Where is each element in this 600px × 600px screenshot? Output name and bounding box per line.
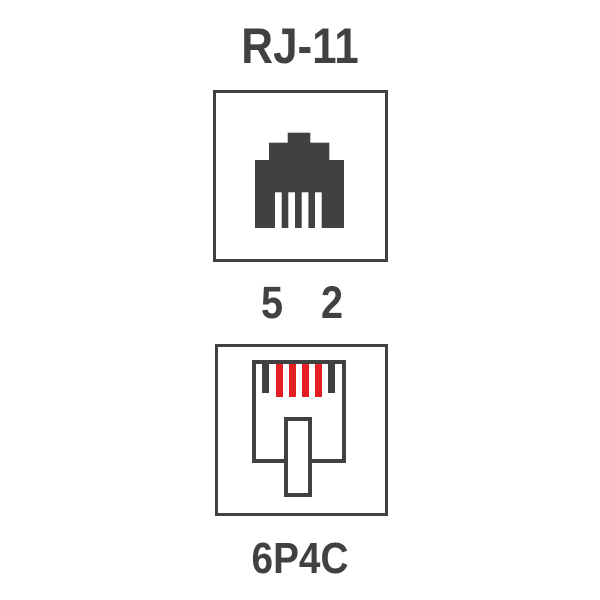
- plug-pin-5: [315, 364, 322, 397]
- wiring-code-label: 6P4C: [251, 534, 349, 583]
- jack-slot-2: [288, 192, 295, 228]
- plug-pin-3: [289, 364, 296, 397]
- plug-diagram-box: [215, 344, 388, 516]
- plug-pin-4: [302, 364, 309, 397]
- rj11-plug-icon: [252, 360, 346, 497]
- rj11-jack-icon: [255, 132, 344, 228]
- plug-pin-6: [328, 364, 335, 393]
- pin-number-5-label: 5: [260, 277, 284, 328]
- plug-latch: [284, 417, 312, 497]
- pin-number-2-label: 2: [320, 277, 344, 328]
- jack-body-top-step: [287, 132, 311, 144]
- connector-name-label: RJ-11: [241, 18, 359, 74]
- jack-slot-1: [275, 192, 282, 228]
- jack-slot-3: [301, 192, 309, 228]
- plug-pin-1: [262, 364, 269, 393]
- jack-diagram-box: [213, 90, 388, 262]
- jack-slot-4: [315, 192, 322, 228]
- plug-pin-2: [276, 364, 283, 397]
- jack-body-base: [255, 160, 344, 228]
- jack-body-mid-step: [269, 142, 330, 161]
